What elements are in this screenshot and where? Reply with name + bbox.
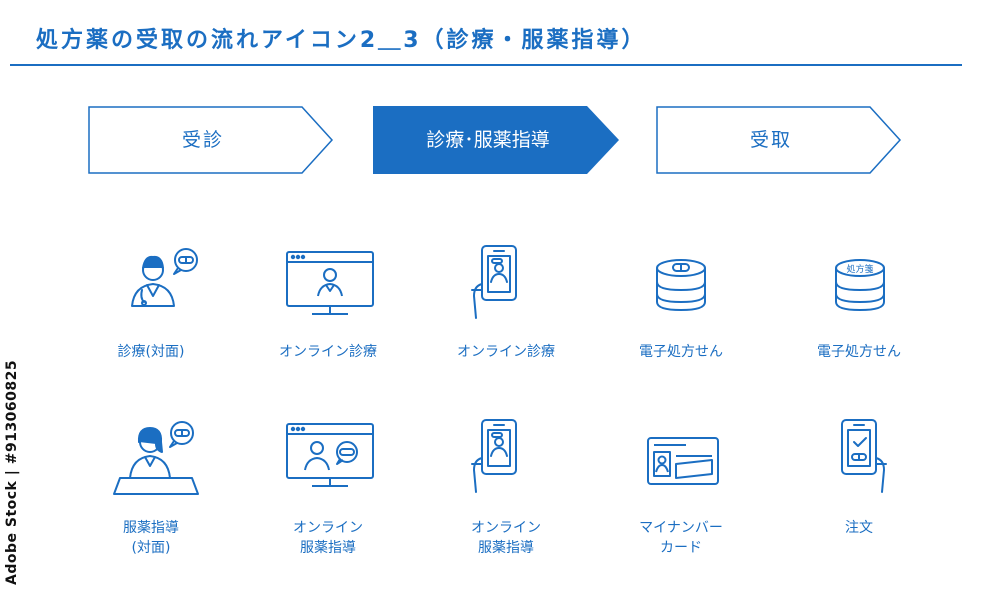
- caption-e-prescription: 電子処方せん: [639, 344, 723, 360]
- pill-stack-labeled-icon: 処方箋: [835, 259, 885, 311]
- monitor-doctor-icon: [286, 251, 374, 315]
- caption-e-prescription-2: 電子処方せん: [817, 344, 901, 360]
- step-treatment-guidance[interactable]: 診療･服薬指導: [373, 106, 619, 174]
- pill-box-label: 処方箋: [846, 263, 873, 275]
- caption-online-guidance: オンライン 服薬指導: [293, 520, 363, 556]
- title-divider: [10, 64, 962, 66]
- phone-doctor-icon: [471, 245, 517, 319]
- phone-check-pill-icon: [841, 419, 887, 493]
- stock-credit: Adobe Stock | #913060825: [4, 359, 20, 585]
- monitor-pharmacist-icon: [286, 423, 374, 487]
- step-receipt[interactable]: 受取: [656, 106, 902, 174]
- id-card-icon: [647, 437, 719, 485]
- step-arrow-outline: [88, 106, 334, 174]
- step-label: 受取: [749, 129, 792, 151]
- phone-pharmacist-icon: [471, 419, 517, 493]
- step-label: 受診: [181, 129, 224, 151]
- caption-online-guidance-phone: オンライン 服薬指導: [471, 520, 541, 556]
- caption-my-number-card: マイナンバー カード: [639, 520, 723, 556]
- step-arrow-filled: [373, 106, 619, 174]
- doctor-speech-pill-icon: [131, 248, 198, 307]
- step-arrow-outline: [656, 106, 902, 174]
- pharmacist-desk-icon: [113, 421, 199, 495]
- caption-online-consultation-phone: オンライン診療: [457, 344, 555, 360]
- step-label: 診療･服薬指導: [426, 129, 550, 151]
- caption-in-person-guidance: 服薬指導 (対面): [123, 520, 179, 556]
- caption-in-person-consultation: 診療(対面): [117, 344, 185, 360]
- pill-stack-icon: [656, 259, 706, 311]
- caption-order: 注文: [845, 520, 873, 536]
- caption-online-consultation: オンライン診療: [279, 344, 377, 360]
- step-consultation[interactable]: 受診: [88, 106, 334, 174]
- page-title: 処方薬の受取の流れアイコン2＿3（診療・服薬指導）: [36, 28, 647, 53]
